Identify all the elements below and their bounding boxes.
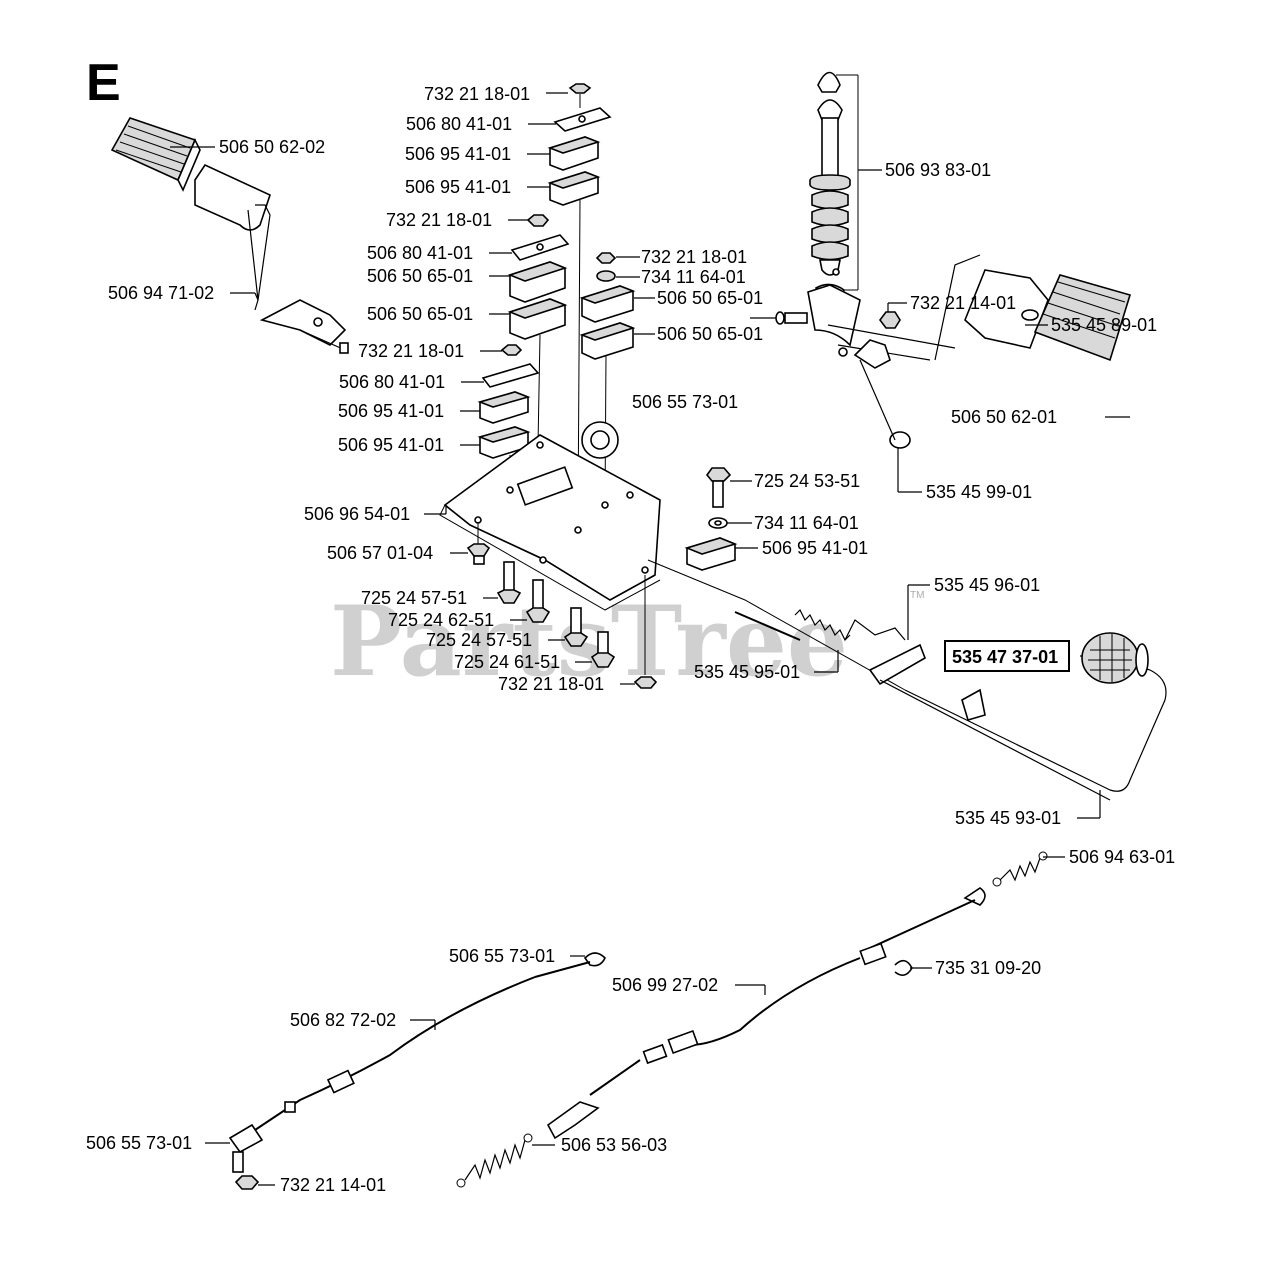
cable-bracket-icon: [546, 1101, 600, 1140]
clip-icon: [894, 959, 913, 976]
part-label[interactable]: 725 24 53-51: [754, 471, 860, 491]
spring-icon: [456, 1133, 533, 1188]
pedal-sleeve-icon: [964, 269, 1049, 349]
part-label[interactable]: 506 99 27-02: [612, 975, 718, 995]
part-label[interactable]: 506 82 72-02: [290, 1010, 396, 1030]
part-label[interactable]: 725 24 61-51: [454, 652, 560, 672]
part-label[interactable]: 732 21 18-01: [498, 674, 604, 694]
nut-icon: [526, 214, 550, 227]
pedal-sleeve-icon: [194, 163, 271, 231]
brake-pedal-assembly: [110, 117, 349, 354]
pedal-arm-icon: [254, 204, 271, 311]
part-label[interactable]: 732 21 18-01: [641, 247, 747, 267]
bushing-icon: [889, 431, 911, 449]
spring-icon: [992, 851, 1048, 887]
pedal-bracket-icon: [259, 299, 347, 346]
base-plate-icon: [439, 421, 661, 611]
part-label[interactable]: 732 21 18-01: [358, 341, 464, 361]
part-label[interactable]: 506 53 56-03: [561, 1135, 667, 1155]
part-label[interactable]: 506 55 73-01: [449, 946, 555, 966]
rod-clip-icon: [961, 688, 986, 721]
part-label[interactable]: 506 95 41-01: [338, 435, 444, 455]
part-label[interactable]: 506 94 71-02: [108, 283, 214, 303]
highlighted-part-label[interactable]: 535 47 37-01: [952, 647, 1058, 667]
bolt-icon: [590, 631, 616, 668]
part-label[interactable]: 506 50 65-01: [367, 304, 473, 324]
part-label[interactable]: 506 95 41-01: [405, 144, 511, 164]
part-label[interactable]: 732 21 14-01: [910, 293, 1016, 313]
lower-cable-left: [228, 952, 606, 1190]
part-label[interactable]: 535 45 96-01: [934, 575, 1040, 595]
nut-icon: [234, 1175, 260, 1190]
part-label[interactable]: 506 95 41-01: [762, 538, 868, 558]
part-label[interactable]: 535 45 93-01: [955, 808, 1061, 828]
part-label[interactable]: 506 95 41-01: [338, 401, 444, 421]
part-label[interactable]: 535 45 89-01: [1051, 315, 1157, 335]
part-label[interactable]: 506 96 54-01: [304, 504, 410, 524]
spring-icon: [794, 608, 851, 642]
bracket-icon: [868, 643, 926, 686]
lower-cable-right: [456, 851, 1048, 1188]
part-label[interactable]: 506 80 41-01: [406, 114, 512, 134]
washer-icon: [596, 270, 616, 282]
part-label[interactable]: 506 50 62-02: [219, 137, 325, 157]
nut-icon: [500, 344, 523, 356]
trademark-mark: TM: [910, 590, 924, 601]
part-label[interactable]: 732 21 18-01: [386, 210, 492, 230]
pedal-pad-icon: [110, 117, 201, 192]
right-pedal-assembly: [775, 254, 1132, 449]
part-label[interactable]: 732 21 18-01: [424, 84, 530, 104]
pedal-pad-icon: [1033, 274, 1132, 362]
pedal-bracket-icon: [807, 284, 861, 347]
part-label[interactable]: 725 24 57-51: [426, 630, 532, 650]
part-label[interactable]: 506 50 65-01: [367, 266, 473, 286]
part-label[interactable]: 506 50 65-01: [657, 324, 763, 344]
part-label[interactable]: 734 11 64-01: [641, 267, 746, 287]
part-label[interactable]: 506 95 41-01: [405, 177, 511, 197]
bolt-icon: [705, 467, 732, 482]
part-label[interactable]: 725 24 62-51: [388, 610, 494, 630]
shock-absorber-icon: [809, 71, 859, 302]
highlight-label-box: [944, 640, 1070, 672]
watermark: PartsTree: [330, 585, 848, 698]
part-label[interactable]: 732 21 14-01: [280, 1175, 386, 1195]
nut-icon: [568, 83, 592, 94]
part-label[interactable]: 506 80 41-01: [339, 372, 445, 392]
nut-icon: [595, 252, 617, 264]
bolt-icon: [525, 579, 551, 623]
part-label[interactable]: 506 93 83-01: [885, 160, 991, 180]
bolts-group: [466, 522, 658, 689]
bolt-icon: [496, 561, 522, 604]
part-label[interactable]: 506 57 01-04: [327, 543, 433, 563]
part-label[interactable]: 735 31 09-20: [935, 958, 1041, 978]
part-label[interactable]: 535 45 95-01: [694, 662, 800, 682]
part-label[interactable]: 506 50 62-01: [951, 407, 1057, 427]
part-label[interactable]: 506 55 73-01: [632, 392, 738, 412]
part-label[interactable]: 506 80 41-01: [367, 243, 473, 263]
part-label[interactable]: 506 50 65-01: [657, 288, 763, 308]
bolt-icon: [466, 522, 491, 565]
part-labels: 732 21 18-01 506 80 41-01 506 95 41-01 5…: [86, 84, 1175, 1195]
bolt-washer-spacer: [684, 467, 738, 571]
part-label[interactable]: 734 11 64-01: [754, 513, 859, 533]
bolt-icon: [563, 607, 589, 647]
part-label[interactable]: 506 94 63-01: [1069, 847, 1175, 867]
spring-rod-assembly: [647, 559, 1167, 801]
part-label[interactable]: 535 45 99-01: [926, 482, 1032, 502]
nut-icon: [879, 311, 901, 329]
part-label[interactable]: 506 55 73-01: [86, 1133, 192, 1153]
hub-icon: [853, 339, 891, 369]
bolt-icon: [775, 311, 808, 325]
washer-plate-icon: [481, 363, 540, 388]
part-label[interactable]: 725 24 57-51: [361, 588, 467, 608]
knob-icon: [1081, 632, 1149, 684]
leader-lines: [170, 92, 1130, 1186]
nut-icon: [633, 676, 658, 689]
section-letter: E: [86, 54, 121, 112]
